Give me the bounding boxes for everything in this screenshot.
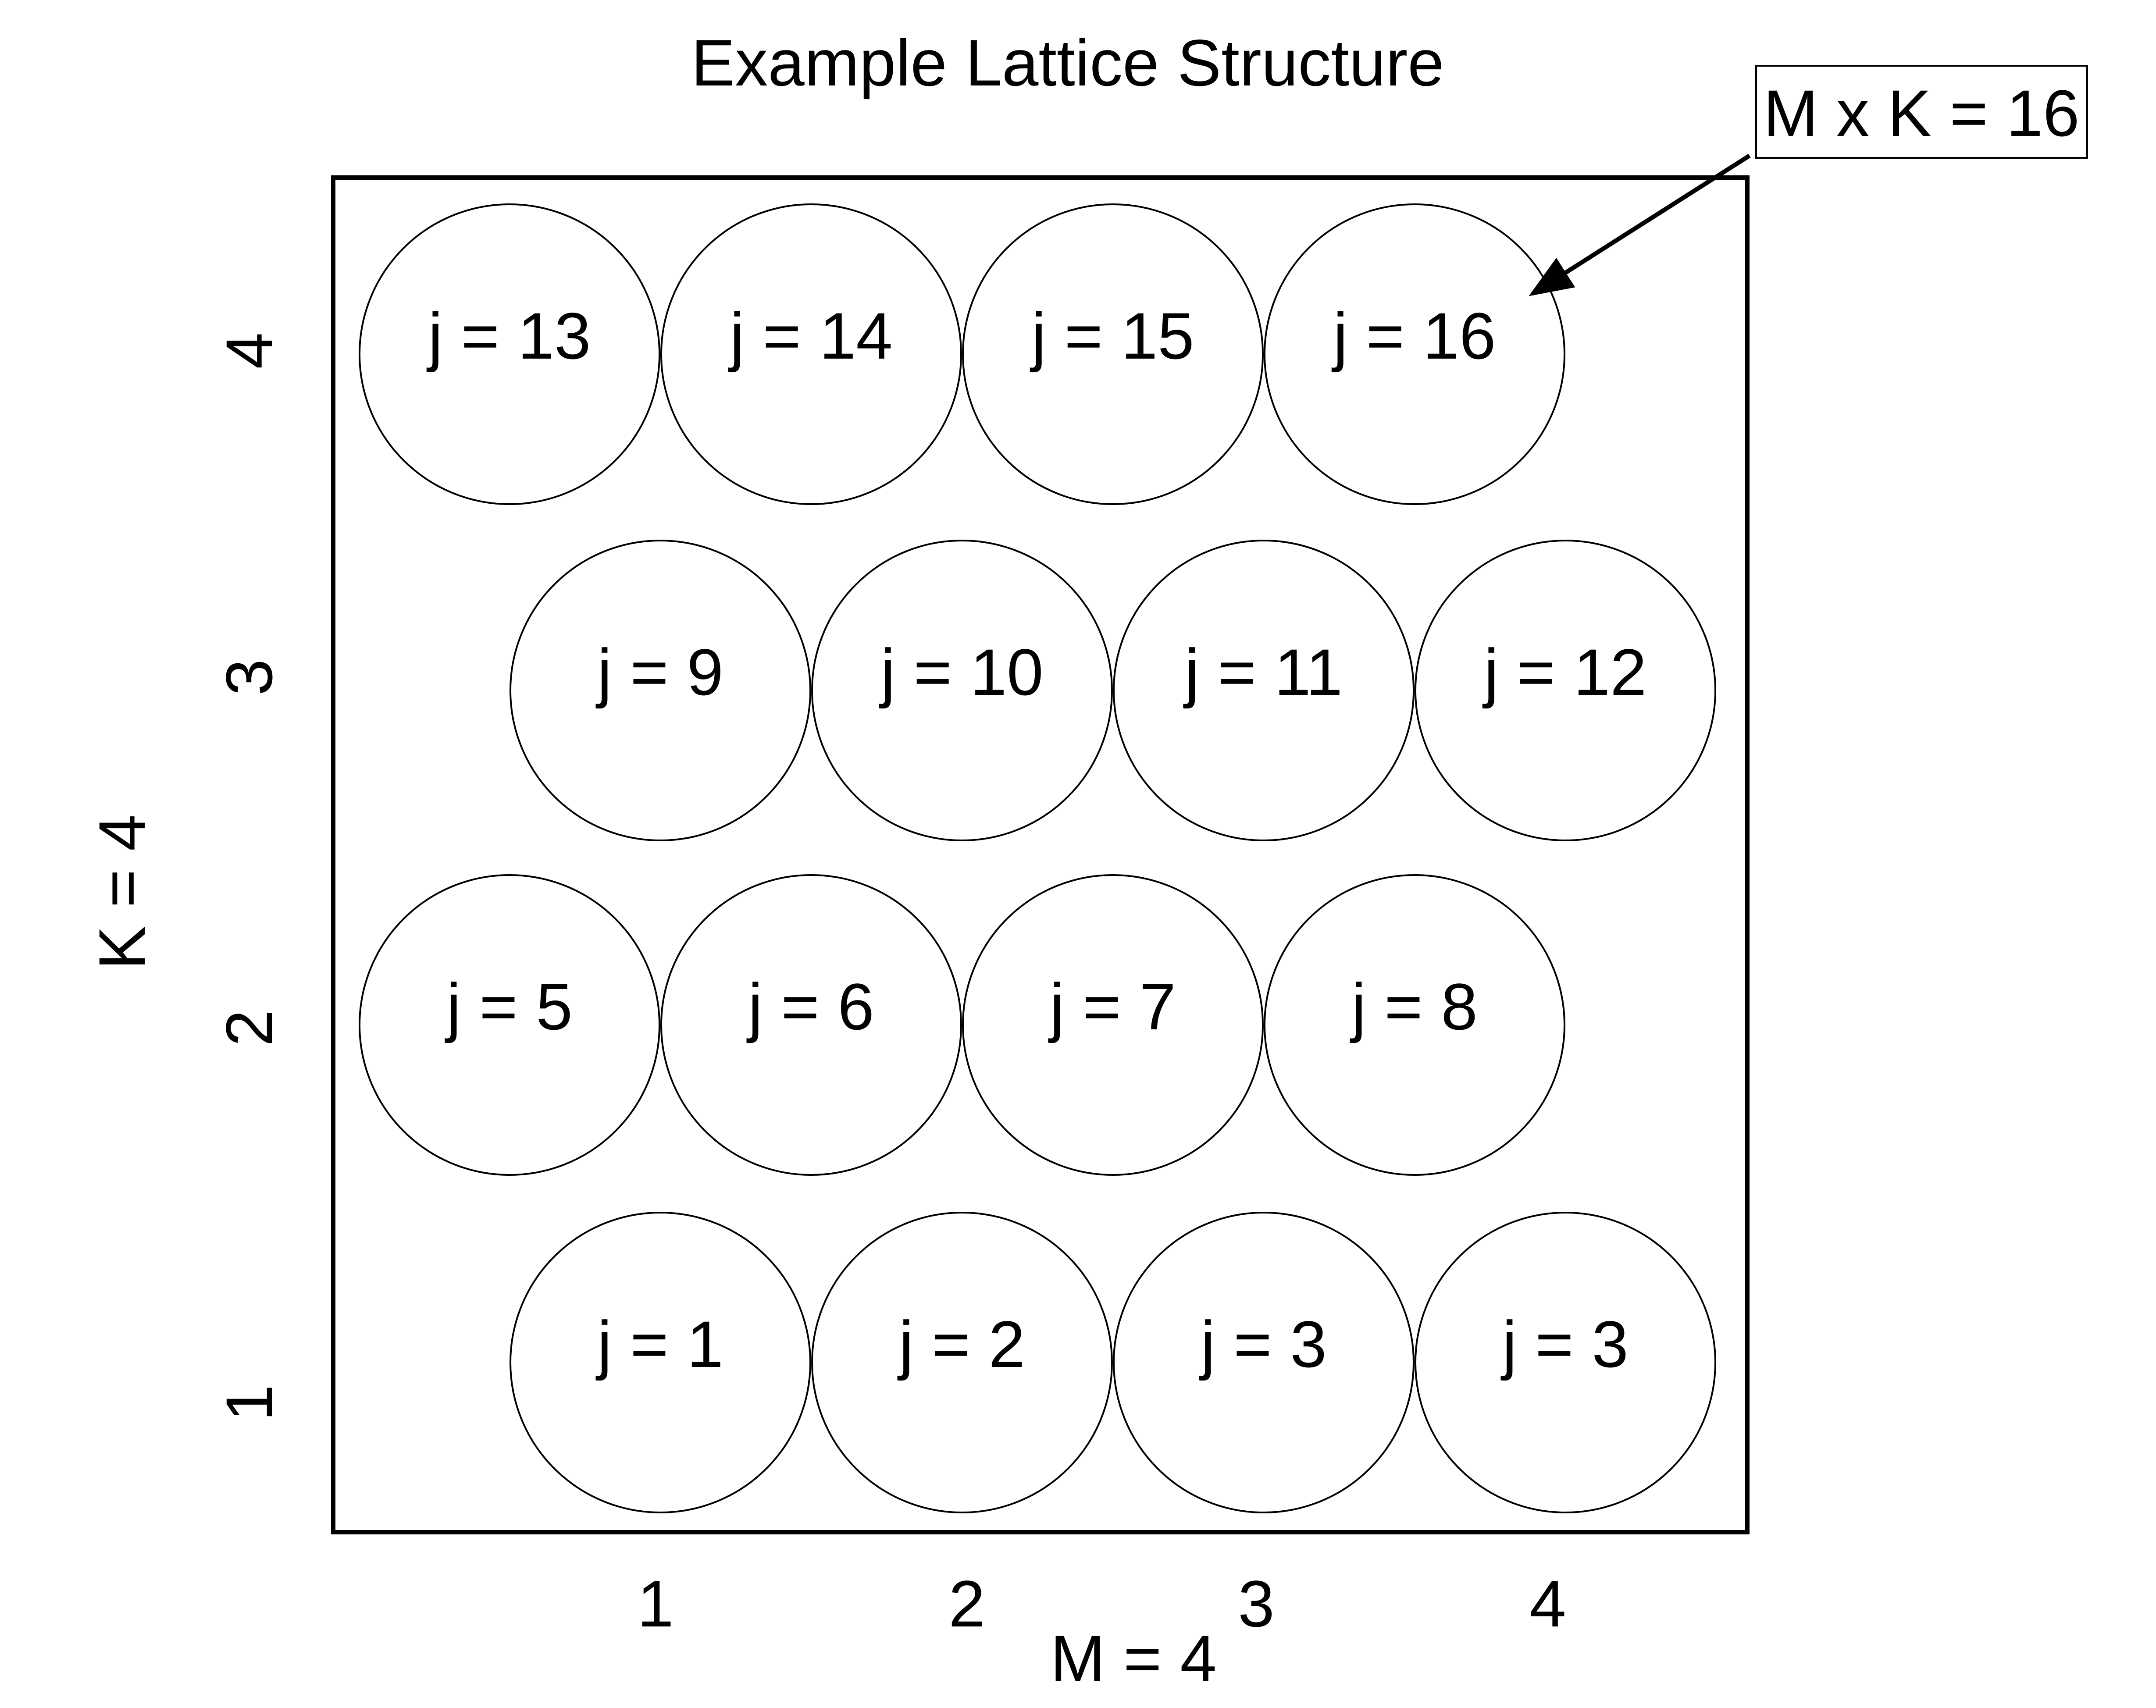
diagram-title: Example Lattice Structure (691, 26, 1444, 100)
lattice-cell-label: j = 12 (1482, 635, 1646, 709)
lattice-cell-circle (1113, 1212, 1415, 1513)
lattice-cells: j = 1 j = 2 j = 3 j = 3 j = 5 j = 6 j = 7 j = 8… (359, 203, 1716, 1513)
lattice-cell-circle (510, 1212, 811, 1513)
lattice-cell-label: j = 11 (1183, 635, 1343, 709)
lattice-cell-circle (1264, 203, 1565, 505)
lattice-cell-label: j = 8 (1350, 970, 1478, 1043)
lattice-cell-label: j = 13 (426, 299, 591, 373)
lattice-cell-circle (811, 1212, 1113, 1513)
x-tick-1: 1 (637, 1567, 674, 1640)
lattice-cell-label: j = 10 (879, 635, 1043, 709)
lattice-cell-label: j = 7 (1048, 970, 1176, 1043)
annotation-box (1755, 65, 2088, 159)
x-axis-ticks: 1 2 3 4 (637, 1567, 1566, 1640)
lattice-cell-circle (510, 540, 811, 841)
y-tick-4: 4 (212, 332, 286, 369)
lattice-cell-label: j = 9 (595, 635, 723, 709)
lattice-cell-circle (660, 203, 962, 505)
x-tick-3: 3 (1238, 1567, 1274, 1640)
lattice-cell-label: j = 15 (1030, 299, 1194, 373)
x-tick-4: 4 (1529, 1567, 1566, 1640)
lattice-cell-circle (1113, 540, 1415, 841)
lattice-cell-circle (1415, 1212, 1716, 1513)
y-tick-1: 1 (212, 1384, 286, 1421)
lattice-cell-label: j = 3 (1199, 1307, 1327, 1381)
lattice-cell-circle (359, 203, 660, 505)
lattice-cell-label: j = 3 (1500, 1307, 1629, 1381)
lattice-cell-circle (811, 540, 1113, 841)
lattice-cell-label: j = 5 (445, 970, 573, 1043)
lattice-cell-label: j = 6 (746, 970, 874, 1043)
lattice-cell-circle (359, 874, 660, 1176)
lattice-cell-label: j = 1 (595, 1307, 723, 1381)
lattice-cell-circle (1415, 540, 1716, 841)
y-axis-ticks: 1 2 3 4 (212, 332, 286, 1421)
lattice-cell-label: j = 16 (1331, 299, 1496, 373)
y-tick-2: 2 (212, 1010, 286, 1046)
annotation-label: M x K = 16 (1763, 76, 2079, 150)
lattice-cell-circle (660, 874, 962, 1176)
x-tick-2: 2 (948, 1567, 985, 1640)
y-tick-3: 3 (212, 659, 286, 695)
annotation-arrow (1529, 153, 1751, 296)
lattice-cell-circle (1264, 874, 1565, 1176)
lattice-cell-circle (962, 203, 1264, 505)
lattice-frame (331, 175, 1750, 1534)
x-axis-label: M = 4 (1050, 1622, 1216, 1695)
lattice-cell-label: j = 2 (897, 1307, 1025, 1381)
y-axis-label: K = 4 (85, 815, 159, 970)
lattice-cell-circle (962, 874, 1264, 1176)
lattice-cell-label: j = 14 (728, 299, 892, 373)
